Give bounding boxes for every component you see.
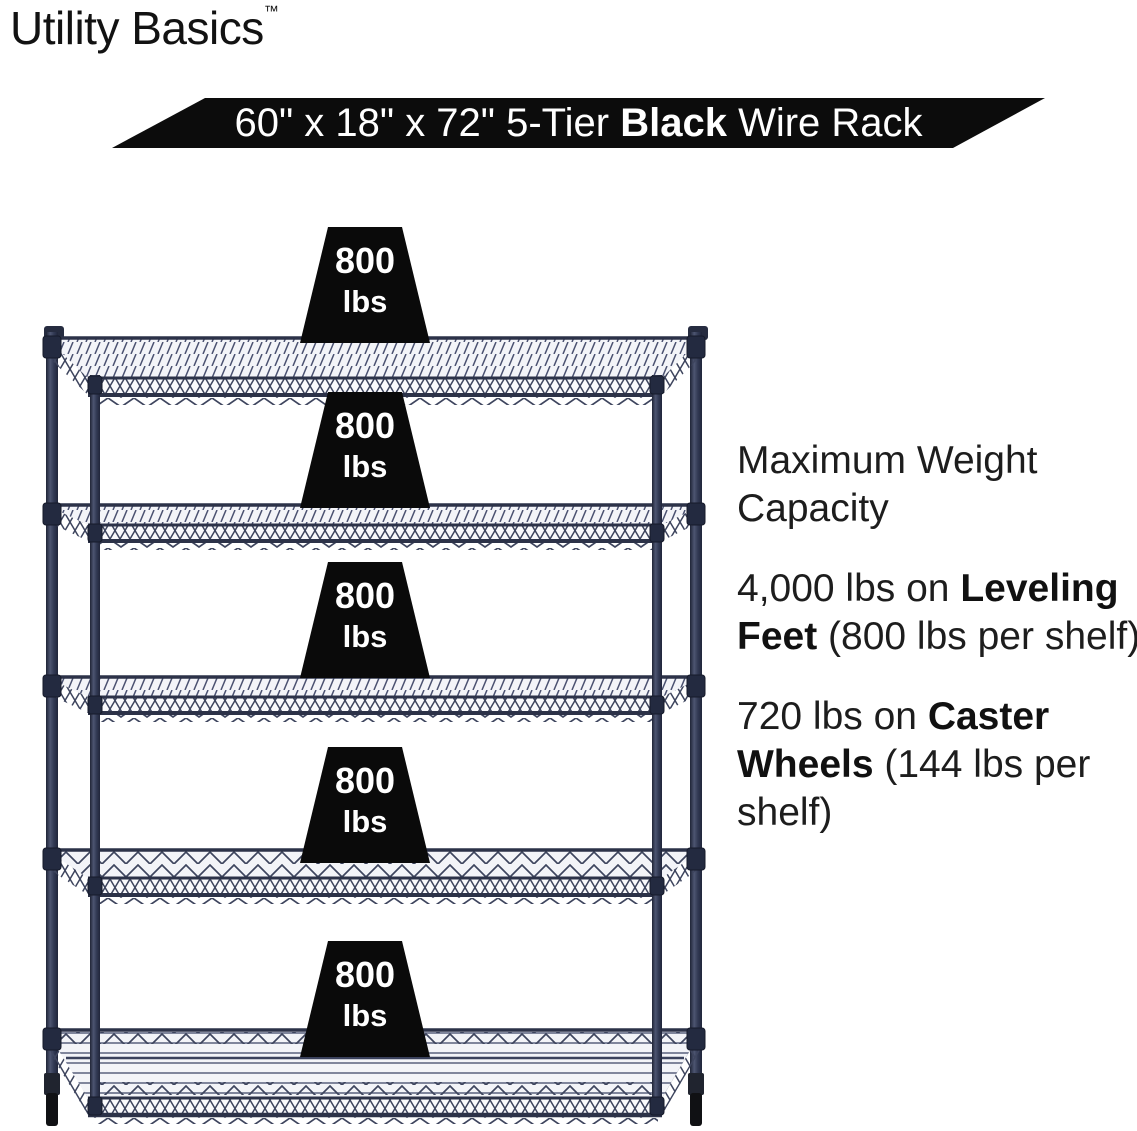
badge-unit: lbs	[342, 619, 388, 654]
badge-value: 800	[334, 405, 396, 446]
trademark-symbol: ™	[263, 3, 279, 20]
banner-text-prefix: 60" x 18" x 72" 5-Tier	[234, 101, 621, 145]
capacity-info-column: Maximum Weight Capacity 4,000 lbs on Lev…	[737, 437, 1137, 869]
wire-rack-illustration	[42, 326, 708, 1126]
badge-unit: lbs	[342, 804, 388, 839]
leveling-feet-capacity: 4,000 lbs on Leveling Feet (800 lbs per …	[737, 565, 1137, 661]
badge-value: 800	[334, 954, 396, 995]
title-banner: 60" x 18" x 72" 5-Tier Black Wire Rack	[112, 98, 1045, 148]
badge-value: 800	[334, 760, 396, 801]
shelf-5	[46, 1028, 702, 1124]
badge-unit: lbs	[342, 284, 388, 319]
badge-unit: lbs	[342, 998, 388, 1033]
shelf-3	[46, 675, 702, 722]
badge-value: 800	[334, 240, 396, 281]
badge-value: 800	[334, 575, 396, 616]
caster-post-text: (144 lbs per shelf)	[737, 743, 1091, 834]
caster-wheels-capacity: 720 lbs on Caster Wheels (144 lbs per sh…	[737, 693, 1137, 837]
brand-name: Utility Basics	[10, 2, 264, 54]
front-posts	[90, 375, 662, 1108]
leveling-bold-text: Leveling Feet	[737, 567, 1119, 658]
post-collars	[42, 335, 706, 1116]
max-weight-heading: Maximum Weight Capacity	[737, 439, 1038, 530]
shelf-2	[46, 503, 702, 550]
shelf-1	[46, 336, 702, 405]
banner-text-suffix: Wire Rack	[726, 101, 923, 145]
leveling-post-text: (800 lbs per shelf)	[817, 615, 1137, 658]
banner-text-highlight: Black	[620, 101, 727, 145]
badge-unit: lbs	[342, 449, 388, 484]
shelf-4	[46, 848, 702, 904]
leveling-feet	[44, 1073, 704, 1126]
caster-pre-text: 720 lbs on	[737, 695, 928, 738]
brand-logo: Utility Basics™	[10, 2, 279, 55]
leveling-pre-text: 4,000 lbs on	[737, 567, 961, 610]
caster-bold-text: Caster Wheels	[737, 695, 1050, 786]
shelf-1-weight-badge: 800 lbs	[300, 227, 430, 343]
